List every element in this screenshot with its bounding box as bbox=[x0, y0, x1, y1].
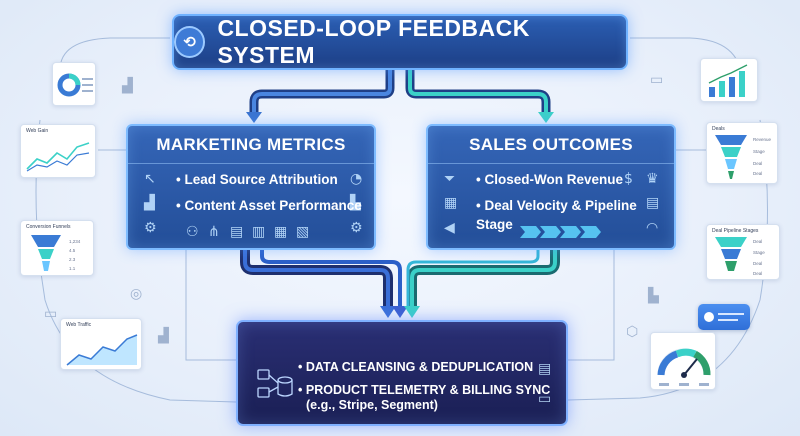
speedometer-gauge-icon bbox=[657, 348, 711, 386]
web-traffic-label: Web Traffic bbox=[66, 322, 92, 328]
funnel-value-2: 4.5 bbox=[69, 248, 76, 253]
bar-chart-small-icon: ▟ bbox=[158, 328, 169, 344]
calendar-check-icon: ▤ bbox=[646, 195, 660, 211]
marketing-item-lead-source: Lead Source Attribution bbox=[176, 170, 362, 189]
sales-item-deal-velocity: Deal Velocity & Pipeline Stage bbox=[476, 196, 646, 234]
search-analytics-icon: ◎ bbox=[130, 286, 143, 302]
credit-card-icon: ▭ bbox=[538, 391, 552, 407]
diagram-title: CLOSED-LOOP FEEDBACK SYSTEM bbox=[217, 15, 530, 68]
marketing-metrics-panel: MARKETING METRICS ↖ ▟ ⚙ ◔ ▙ ⚙ Lead Sourc… bbox=[126, 124, 376, 250]
pipeline-label-4: Deal bbox=[753, 271, 763, 276]
deal-pipeline-stages-label: Deal Pipeline Stages bbox=[712, 228, 759, 234]
web-gain-label: Web Gain bbox=[26, 128, 49, 134]
monitor-icon: ▭ bbox=[650, 72, 664, 88]
funnel-value-4: 1.1 bbox=[69, 266, 76, 271]
data-item-telemetry-examples: (e.g., Stripe, Segment) bbox=[306, 398, 438, 412]
gauge-card bbox=[650, 332, 716, 390]
trophy-icon: ♛ bbox=[646, 171, 659, 187]
users-icon: ⚇ bbox=[186, 224, 199, 240]
donut-chart-icon bbox=[57, 73, 93, 97]
marketing-items: Lead Source Attribution Content Asset Pe… bbox=[176, 170, 362, 222]
sales-item-closed-won: Closed-Won Revenue bbox=[476, 170, 646, 189]
growth-bar-chart bbox=[708, 64, 748, 97]
megaphone-icon: ◀ bbox=[444, 220, 455, 236]
pipeline-funnel-graphic bbox=[715, 237, 747, 271]
dashboard-icon: ▤ bbox=[538, 361, 552, 377]
gear-icon: ⚙ bbox=[144, 220, 157, 236]
browser-icon: ▭ bbox=[44, 306, 58, 322]
web-gain-card: Web Gain bbox=[20, 124, 96, 178]
web-traffic-area-chart bbox=[66, 334, 138, 366]
deals-funnel-label-1: Revenue bbox=[753, 137, 772, 142]
pipeline-label-1: Deal bbox=[753, 239, 763, 244]
chart-document-icon: ▥ bbox=[252, 224, 266, 240]
database-flow-icon bbox=[257, 369, 293, 398]
sales-outcomes-panel: SALES OUTCOMES ⏷ ▦ ◀ $ ♛ ▤ ◠ Closed-Won … bbox=[426, 124, 676, 250]
deals-card: Deals Revenue Stage Deal Deal bbox=[706, 122, 778, 184]
deals-funnel-graphic bbox=[715, 135, 747, 179]
report-icon: ▦ bbox=[274, 224, 288, 240]
deal-pipeline-stages-card: Deal Pipeline Stages Deal Stage Deal Dea… bbox=[706, 224, 780, 280]
bar-chart-outline-icon: ▟ bbox=[122, 78, 133, 94]
conversion-funnel-graphic bbox=[31, 235, 61, 271]
document-icon: ▤ bbox=[230, 224, 244, 240]
data-integration-panel: DATA CLEANSING & DEDUPLICATION PRODUCT T… bbox=[236, 320, 568, 426]
pipeline-label-3: Deal bbox=[753, 261, 763, 266]
gauge-icon: ◠ bbox=[646, 220, 659, 236]
marketing-heading: MARKETING METRICS bbox=[128, 126, 374, 164]
deals-funnel-label-4: Deal bbox=[753, 171, 763, 176]
deals-funnel-label-2: Stage bbox=[753, 149, 765, 154]
funnel-value-3: 2.3 bbox=[69, 257, 76, 262]
marketing-item-content-asset: Content Asset Performance bbox=[176, 196, 361, 215]
funnel-icon: ⏷ bbox=[444, 171, 456, 187]
sales-items: Closed-Won Revenue Deal Velocity & Pipel… bbox=[476, 170, 646, 241]
settings-icon: ⚙ bbox=[350, 220, 363, 236]
deals-funnel-label-3: Deal bbox=[753, 161, 763, 166]
calendar-icon: ▦ bbox=[444, 195, 458, 211]
sales-heading: SALES OUTCOMES bbox=[428, 126, 674, 164]
data-item-telemetry-label: PRODUCT TELEMETRY & BILLING SYNC bbox=[305, 383, 551, 397]
conversion-funnels-label: Conversion Funnels bbox=[26, 224, 71, 230]
line-chart-outline-icon: ▙ bbox=[648, 288, 659, 304]
funnel-value-1: 1,234 bbox=[69, 239, 81, 244]
refresh-cycle-icon: ⟲ bbox=[174, 26, 206, 58]
chat-bubble-icon bbox=[698, 304, 750, 330]
bar-chart-icon: ▟ bbox=[144, 195, 155, 211]
web-gain-line-chart bbox=[26, 142, 90, 172]
pipeline-stages-graphic bbox=[520, 226, 601, 238]
title-banner: ⟲ CLOSED-LOOP FEEDBACK SYSTEM bbox=[172, 14, 628, 70]
data-items: DATA CLEANSING & DEDUPLICATION PRODUCT T… bbox=[298, 360, 550, 421]
data-item-telemetry: PRODUCT TELEMETRY & BILLING SYNC (e.g., … bbox=[298, 383, 550, 413]
deals-label: Deals bbox=[712, 126, 725, 132]
cursor-icon: ↖ bbox=[144, 171, 156, 187]
network-icon: ⋔ bbox=[208, 224, 220, 240]
pipeline-label-2: Stage bbox=[753, 250, 765, 255]
cube-icon: ⬡ bbox=[626, 324, 639, 340]
donut-chart-card bbox=[52, 62, 96, 106]
conversion-funnels-card: Conversion Funnels 1,234 4.5 2.3 1.1 bbox=[20, 220, 94, 276]
growth-chart-card bbox=[700, 58, 758, 102]
image-icon: ▧ bbox=[296, 224, 310, 240]
web-traffic-card: Web Traffic bbox=[60, 318, 142, 370]
data-item-cleansing: DATA CLEANSING & DEDUPLICATION bbox=[298, 360, 550, 375]
